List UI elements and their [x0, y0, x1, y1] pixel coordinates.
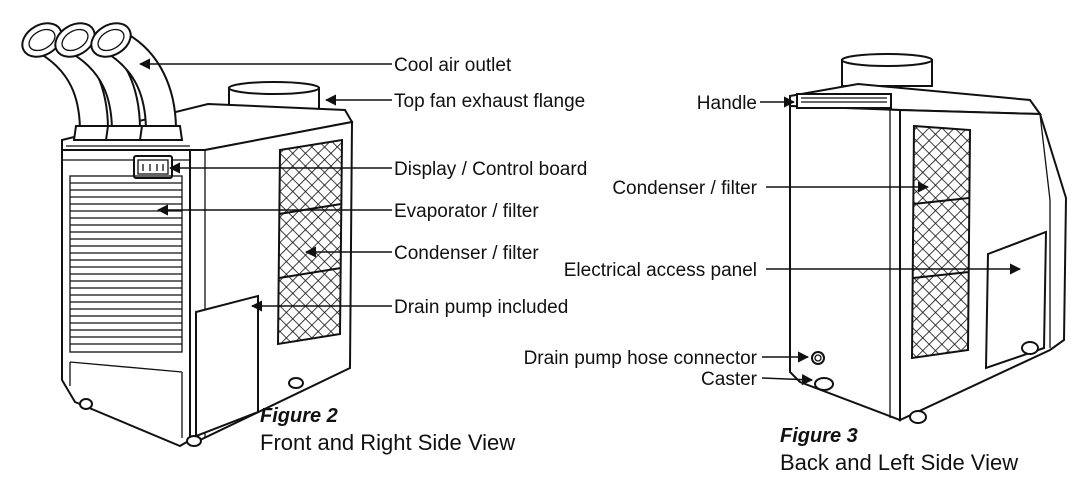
label-cool-air-outlet: Cool air outlet	[394, 55, 512, 76]
back-condenser-mesh	[910, 124, 972, 360]
label-back-condenser-filter: Condenser / filter	[612, 178, 757, 199]
label-drain-pump-included: Drain pump included	[394, 297, 568, 318]
figure3-number: Figure 3	[780, 425, 858, 447]
label-electrical-access-panel: Electrical access panel	[564, 260, 757, 281]
label-evaporator-filter: Evaporator / filter	[394, 201, 539, 222]
label-display-control-board: Display / Control board	[394, 159, 587, 180]
back-unit-casters	[814, 341, 1039, 424]
label-drain-pump-hose-connector: Drain pump hose connector	[524, 348, 758, 369]
cool-air-outlet-hoses	[21, 22, 184, 141]
figure2-caption: Front and Right Side View	[260, 430, 515, 455]
display-control-board	[133, 155, 173, 179]
figure3-pointers	[760, 96, 1022, 386]
back-unit-back-face	[789, 104, 901, 422]
label-top-fan-exhaust-flange: Top fan exhaust flange	[394, 91, 585, 112]
figure3-top-flange	[841, 53, 933, 87]
figure3-labels: Handle Condenser / filter Electrical acc…	[524, 93, 758, 390]
drain-pump-door	[195, 294, 259, 438]
pointer-caster	[761, 374, 814, 386]
figure2-unit	[21, 22, 354, 448]
evaporator-grille	[69, 175, 183, 353]
condenser-mesh	[276, 138, 344, 346]
figure2-pointers	[138, 58, 392, 312]
label-handle: Handle	[697, 93, 757, 114]
figure2-labels: Cool air outlet Top fan exhaust flange D…	[394, 55, 587, 318]
figure3-unit	[789, 53, 1068, 424]
unit-casters	[79, 377, 304, 447]
drain-pump-hose-connector	[811, 351, 825, 365]
electrical-access-panel	[984, 230, 1048, 370]
back-handle	[796, 93, 892, 109]
label-caster: Caster	[701, 369, 758, 390]
label-condenser-filter: Condenser / filter	[394, 243, 539, 264]
figure2-number: Figure 2	[260, 405, 338, 427]
figure3-caption: Back and Left Side View	[780, 450, 1018, 475]
